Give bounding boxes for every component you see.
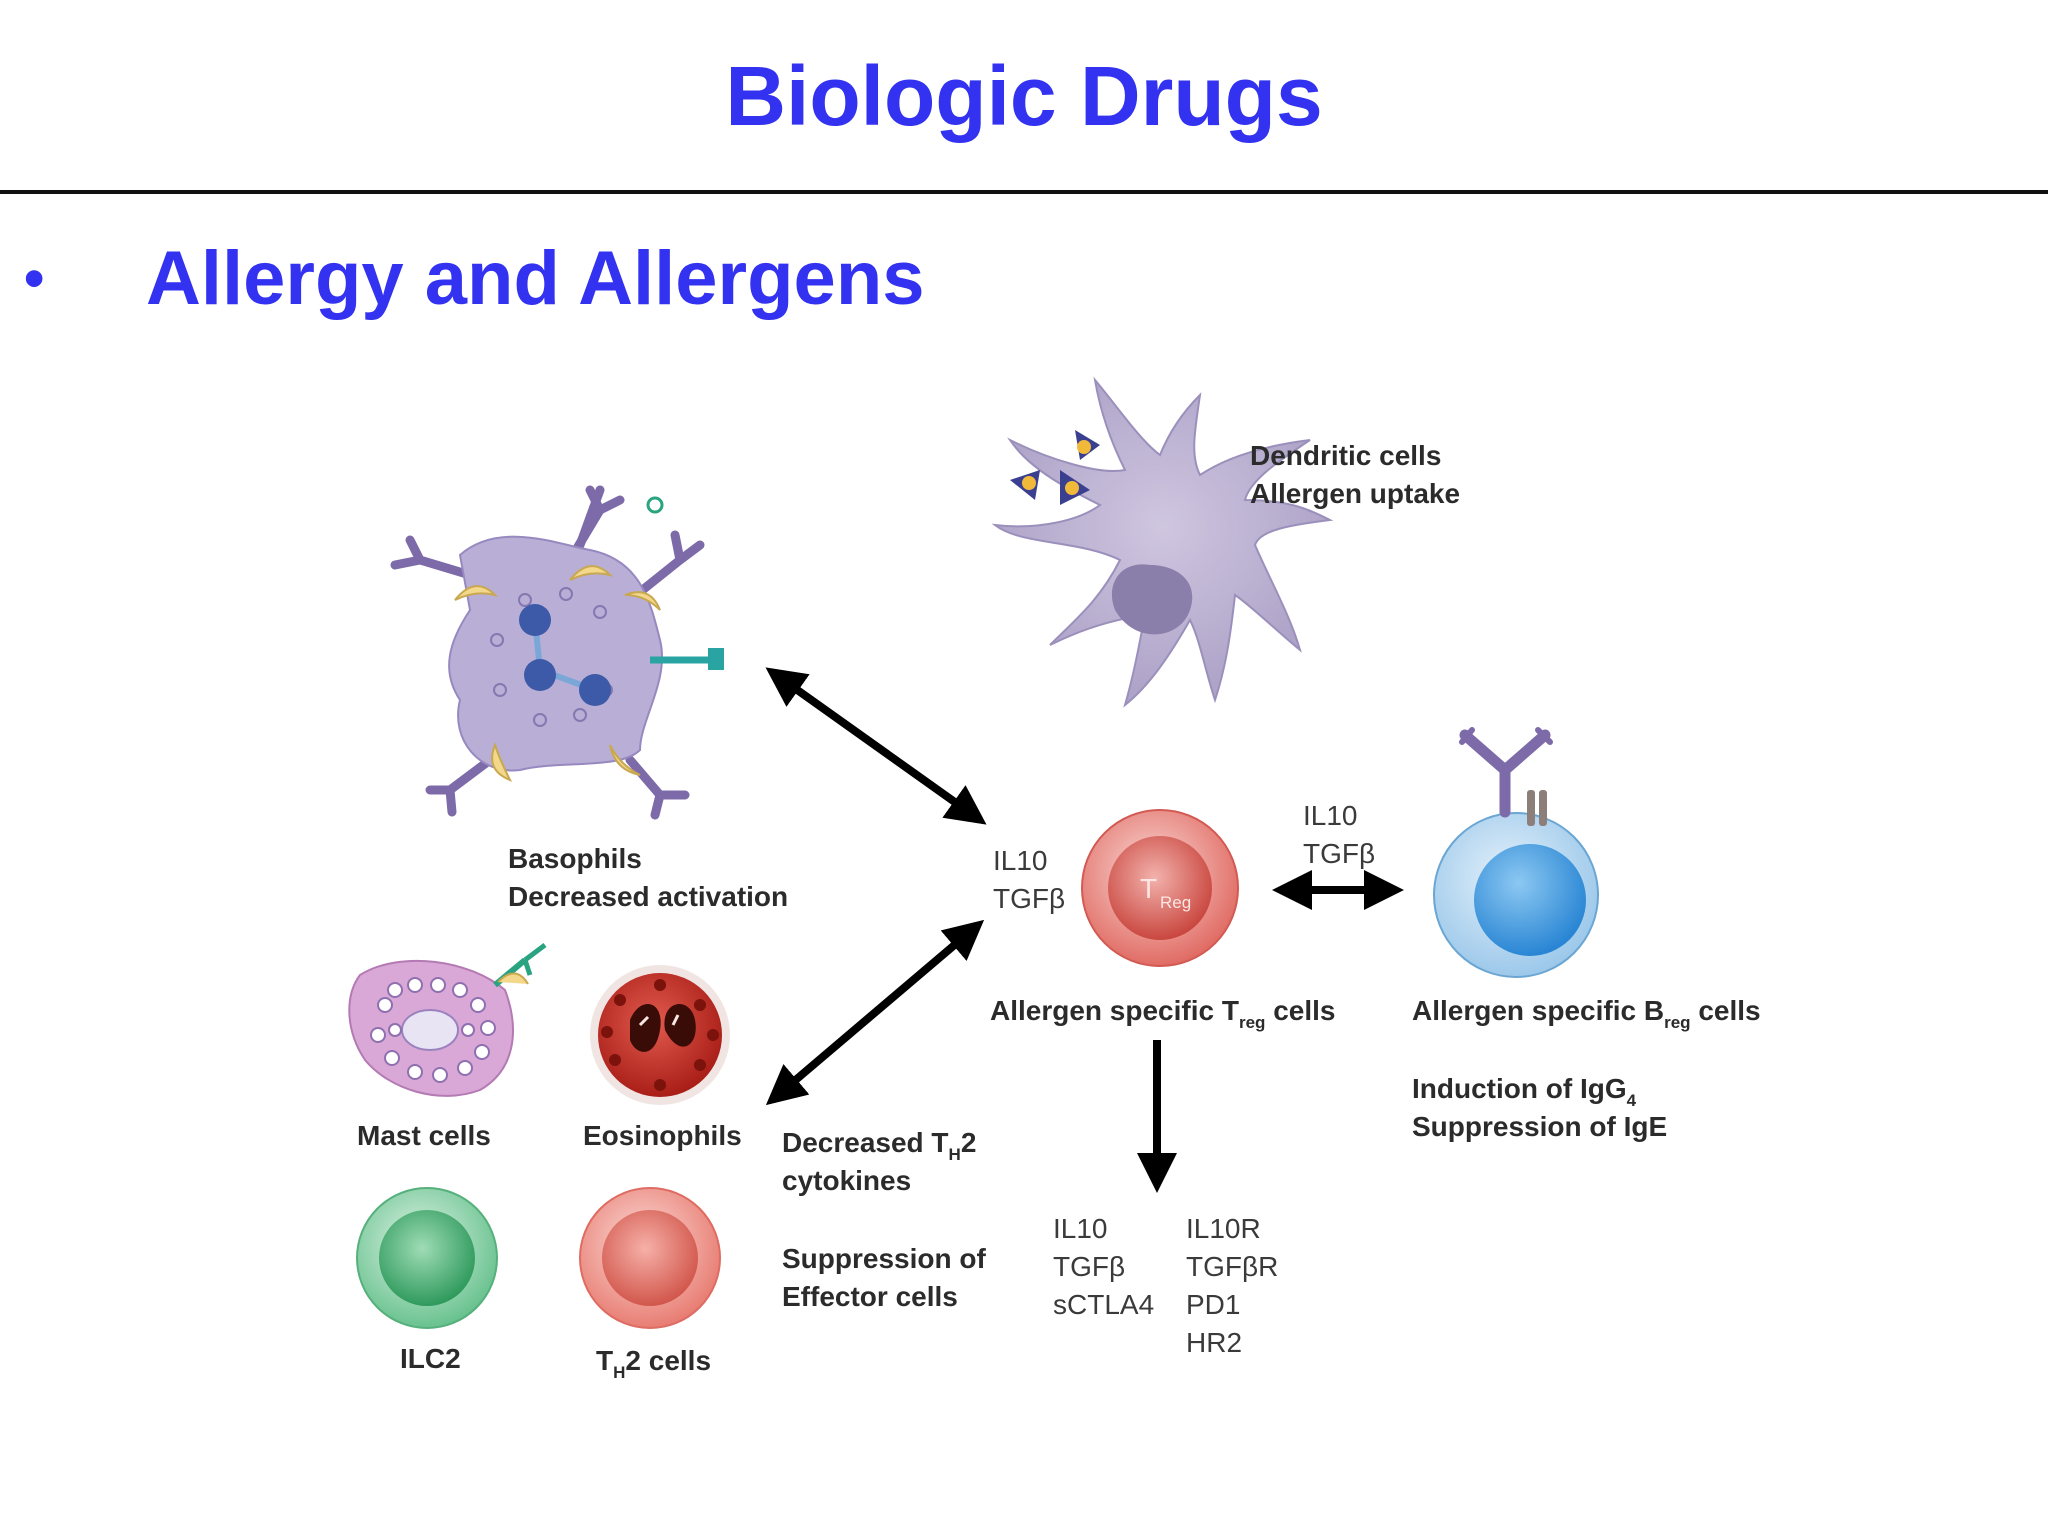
basophils-label-2: Decreased activation	[508, 881, 788, 912]
breg-cell-icon	[1433, 727, 1599, 978]
dendritic-label-2: Allergen uptake	[1250, 478, 1460, 509]
basophil-cell-icon	[390, 485, 724, 820]
mast-cell-icon	[348, 943, 547, 1097]
breg-caption-pre: Allergen specific B	[1412, 995, 1664, 1026]
decreased-pre: Decreased T	[782, 1127, 949, 1158]
decreased-sub: H	[949, 1145, 961, 1164]
treg-cell-label-sub: Reg	[1160, 893, 1191, 912]
bullet-item: • Allergy and Allergens	[24, 235, 925, 322]
breg-effect-2: Suppression of IgE	[1412, 1111, 1667, 1142]
arrows	[765, 667, 1404, 1193]
eosinophil-cell-icon	[590, 965, 730, 1105]
breg-caption-post: cells	[1691, 995, 1761, 1026]
treg-cyto-right-1: IL10	[1303, 800, 1358, 831]
treg-cyto-right-2: TGFβ	[1303, 838, 1375, 869]
title-divider	[0, 190, 2048, 194]
mechanism-item: TGFβ	[1053, 1251, 1125, 1282]
treg-cyto-left-1: IL10	[993, 845, 1048, 876]
eosinophils-label: Eosinophils	[583, 1120, 742, 1151]
treg-cell-label: T	[1140, 873, 1157, 904]
ilc2-label: ILC2	[400, 1343, 461, 1374]
decreased-th2-label: Decreased TH2	[782, 1127, 976, 1164]
breg-caption-sub: reg	[1664, 1013, 1690, 1032]
th2-label-pre: T	[596, 1345, 613, 1376]
bullet-glyph: •	[24, 246, 45, 311]
mechanism-list-2: IL10R TGFβR PD1 HR2	[1186, 1213, 1278, 1358]
mechanism-item: IL10R	[1186, 1213, 1261, 1244]
treg-cyto-left-2: TGFβ	[993, 883, 1065, 914]
mechanism-item: PD1	[1186, 1289, 1240, 1320]
page-title: Biologic Drugs	[725, 49, 1323, 143]
breg-effect-1-pre: Induction of IgG	[1412, 1073, 1627, 1104]
mechanism-item: HR2	[1186, 1327, 1242, 1358]
decreased-line-2: cytokines	[782, 1165, 911, 1196]
mechanism-list-1: IL10 TGFβ sCTLA4	[1053, 1213, 1154, 1320]
treg-caption-post: cells	[1265, 995, 1335, 1026]
th2-cell-icon	[579, 1187, 721, 1329]
mast-cells-label: Mast cells	[357, 1120, 491, 1151]
th2-label: TH2 cells	[596, 1345, 711, 1382]
dendritic-cell-icon	[991, 376, 1334, 708]
th2-label-sub: H	[613, 1363, 625, 1382]
treg-caption-pre: Allergen specific T	[990, 995, 1239, 1026]
ilc2-cell-icon	[356, 1187, 498, 1329]
treg-caption: Allergen specific Treg cells	[990, 995, 1336, 1032]
breg-effect-1-sub: 4	[1627, 1091, 1637, 1110]
effector-treg-arrow	[765, 919, 985, 1106]
bullet-text: Allergy and Allergens	[146, 236, 925, 321]
th2-label-post: 2 cells	[625, 1345, 711, 1376]
mechanism-item: sCTLA4	[1053, 1289, 1154, 1320]
mechanism-item: IL10	[1053, 1213, 1108, 1244]
treg-caption-sub: reg	[1239, 1013, 1265, 1032]
dendritic-label-1: Dendritic cells	[1250, 440, 1441, 471]
suppression-line-2: Effector cells	[782, 1281, 958, 1312]
decreased-post: 2	[961, 1127, 977, 1158]
breg-effect-1: Induction of IgG4	[1412, 1073, 1637, 1110]
breg-caption: Allergen specific Breg cells	[1412, 995, 1761, 1032]
mechanism-item: TGFβR	[1186, 1251, 1278, 1282]
treg-cell-icon: T Reg	[1081, 809, 1239, 967]
suppression-line-1: Suppression of	[782, 1243, 986, 1274]
basophil-treg-arrow	[765, 667, 987, 825]
basophils-label-1: Basophils	[508, 843, 642, 874]
